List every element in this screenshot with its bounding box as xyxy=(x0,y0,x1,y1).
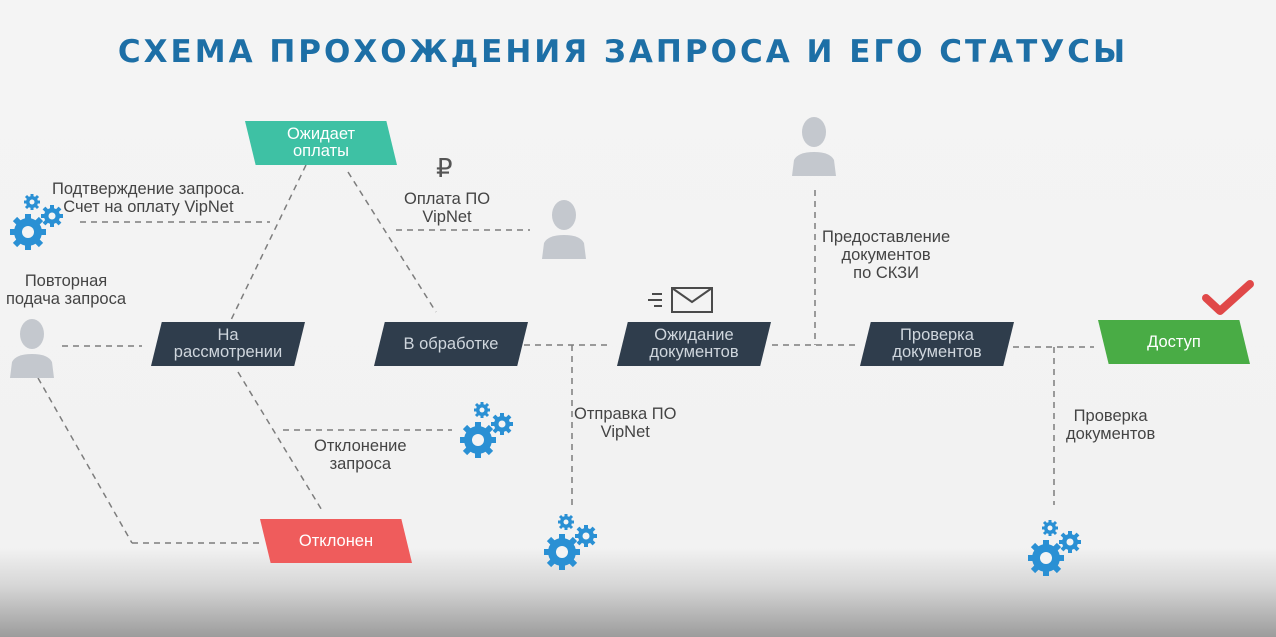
label-payment-po: Оплата ПО VipNet xyxy=(404,190,491,226)
label-send-po: Отправка ПО VipNet xyxy=(574,405,677,441)
checkmark-icon xyxy=(1202,280,1254,315)
status-checking-documents: Проверка документов xyxy=(860,322,1014,366)
status-waiting-payment-label: Ожидает оплаты xyxy=(286,125,356,160)
label-confirm-request: Подтверждение запроса. Счет на оплату Vi… xyxy=(52,180,245,216)
status-rejected-label: Отклонен xyxy=(298,531,374,550)
status-access-label: Доступ xyxy=(1147,332,1201,351)
status-in-processing-label: В обработке xyxy=(403,334,499,353)
gear-icon xyxy=(460,402,513,458)
label-provide-docs: Предоставление документов по СКЗИ xyxy=(822,228,951,282)
ruble-icon: ₽ xyxy=(436,154,453,184)
label-rejection: Отклонение запроса xyxy=(314,437,407,473)
person-icon xyxy=(10,319,54,378)
person-icon xyxy=(542,200,586,259)
status-under-review: На рассмотрении xyxy=(151,322,305,366)
label-resubmit: Повторная подача запроса xyxy=(6,272,127,308)
status-waiting-documents: Ожидание документов xyxy=(617,322,771,366)
gear-icon xyxy=(544,514,597,570)
gear-icon xyxy=(10,194,63,250)
gear-icon xyxy=(1028,520,1081,576)
person-icon xyxy=(792,117,836,176)
status-waiting-documents-label: Ожидание документов xyxy=(649,326,739,361)
status-in-processing: В обработке xyxy=(374,322,528,366)
status-rejected: Отклонен xyxy=(260,519,412,563)
envelope-icon xyxy=(648,287,713,313)
status-waiting-payment: Ожидает оплаты xyxy=(245,121,397,165)
label-check-docs: Проверка документов xyxy=(1066,407,1156,443)
status-checking-documents-label: Проверка документов xyxy=(892,326,982,361)
status-under-review-label: На рассмотрении xyxy=(173,326,283,361)
page-title: СХЕМА ПРОХОЖДЕНИЯ ЗАПРОСА И ЕГО СТАТУСЫ xyxy=(117,34,1129,70)
status-access: Доступ xyxy=(1098,320,1250,364)
